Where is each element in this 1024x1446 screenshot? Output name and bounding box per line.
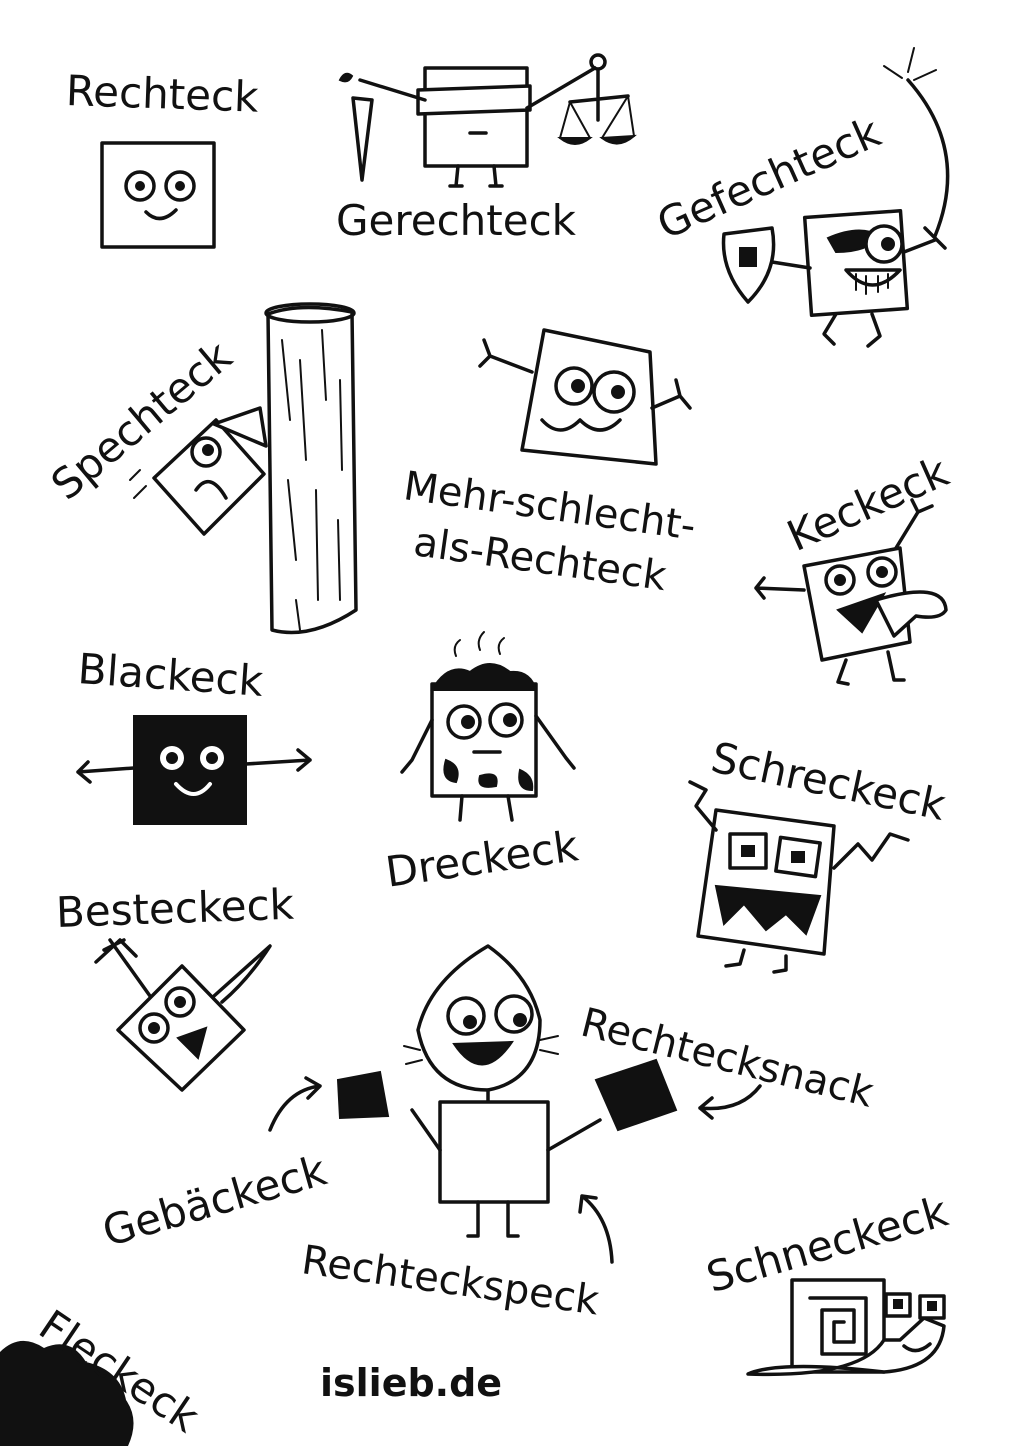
dreckeck-character <box>400 631 576 822</box>
gerechteck-character <box>338 53 637 188</box>
spechteck-character <box>129 406 268 536</box>
ink-blot <box>0 1340 134 1446</box>
label-rechteck: Rechteck <box>65 66 260 122</box>
rechteck-character <box>100 141 216 249</box>
keckeck-character <box>754 498 948 686</box>
label-blackeck: Blackeck <box>76 644 265 706</box>
main-character <box>336 944 678 1238</box>
tree-trunk <box>264 302 358 635</box>
arrows <box>268 1076 762 1264</box>
schreckeck-character <box>688 780 910 974</box>
blackeck-character <box>76 715 312 825</box>
credit-text: islieb.de <box>320 1361 503 1405</box>
mehr-schlecht-als-rechteck-character <box>478 328 692 466</box>
label-besteckeck: Besteckeck <box>55 879 295 937</box>
schneckeck-character <box>746 1278 946 1377</box>
besteckeck-character <box>94 938 272 1092</box>
label-gerechteck: Gerechteck <box>336 196 577 245</box>
gefechteck-character <box>721 47 950 348</box>
